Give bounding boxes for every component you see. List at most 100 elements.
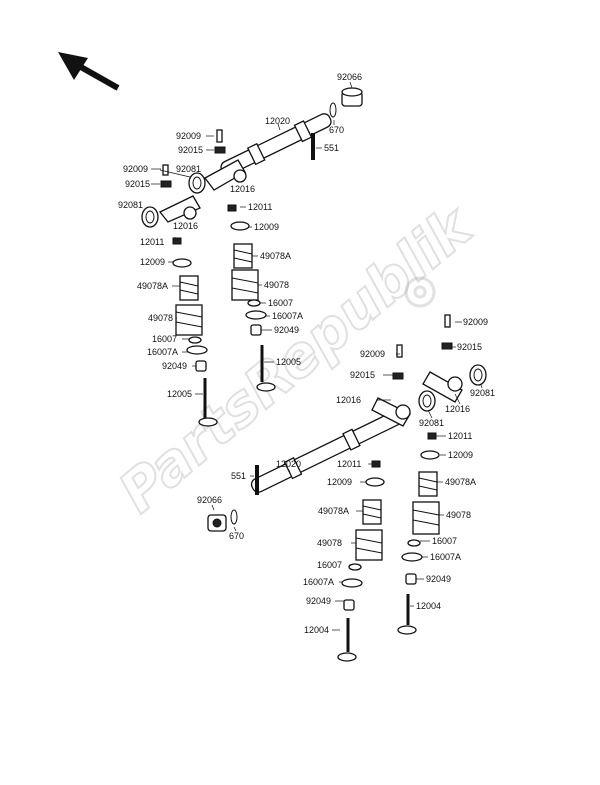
spring-49078A-left (179, 275, 199, 301)
rocker-arm-12016-lower-a (422, 371, 463, 403)
part-labels: 92066 670 551 12020 92009 92015 92009 92… (118, 72, 495, 635)
retainer-12009-left (172, 258, 192, 268)
valve-12005-left (198, 378, 218, 427)
oring-670-lower (230, 509, 238, 525)
valve-12005-middle (256, 345, 276, 392)
rocker-shaft-12020-lower (250, 408, 408, 493)
label-16007A-middle: 16007A (272, 311, 303, 321)
valve-stack-left (172, 237, 218, 427)
label-12016-upper-b: 12016 (173, 221, 198, 231)
label-12011-middle: 12011 (248, 202, 272, 212)
label-92015-right-b: 92015 (350, 370, 375, 380)
label-12004-lower: 12004 (304, 625, 329, 635)
seat-16007-left (188, 336, 202, 344)
label-551-upper: 551 (324, 143, 339, 153)
label-12016-upper-a: 12016 (230, 184, 255, 194)
label-92081-upper-b: 92081 (118, 200, 143, 210)
rocker-spring-92081-lower-b (418, 390, 436, 412)
seat-16007A-left (186, 345, 208, 355)
seat-16007-right (407, 539, 421, 547)
label-92009-upper-a: 92009 (176, 131, 201, 141)
label-12011-lower: 12011 (337, 459, 361, 469)
label-92049-middle: 92049 (274, 325, 299, 335)
spring-49078A-lower (362, 499, 382, 525)
spring-49078-lower (355, 529, 383, 561)
spring-49078-right (412, 501, 440, 535)
lower-rocker-assembly (207, 314, 487, 662)
valve-stack-right (397, 432, 440, 635)
label-12005-left: 12005 (167, 389, 192, 399)
valve-stack-middle (227, 204, 276, 392)
label-92049-lower: 92049 (306, 596, 331, 606)
seal-92049-left (195, 360, 207, 372)
label-49078A-middle: 49078A (260, 251, 291, 261)
label-16007-lower: 16007 (317, 560, 342, 570)
valve-12004-lower (337, 618, 357, 662)
label-92081-right-a: 92081 (470, 388, 495, 398)
label-92081-right-b: 92081 (419, 418, 444, 428)
label-16007A-right: 16007A (430, 552, 461, 562)
screw-92009-lower-a (444, 314, 451, 328)
label-12005-middle: 12005 (276, 357, 301, 367)
label-12004-right: 12004 (416, 601, 441, 611)
screw-92009-upper-a (216, 129, 223, 143)
label-12011-right: 12011 (448, 431, 472, 441)
label-49078-lower: 49078 (317, 538, 342, 548)
spring-49078A-right (418, 471, 438, 497)
rocker-arm-12016-upper-b (158, 195, 201, 223)
rocker-spring-92081-lower-a (469, 364, 487, 386)
spring-49078A-middle (233, 243, 253, 269)
label-92009-right-a: 92009 (463, 317, 488, 327)
label-92015-upper-a: 92015 (178, 145, 203, 155)
label-49078A-right: 49078A (445, 477, 476, 487)
label-12009-lower: 12009 (327, 477, 352, 487)
label-670-lower: 670 (229, 531, 244, 541)
upper-rocker-assembly (141, 87, 363, 427)
label-16007A-lower: 16007A (303, 577, 334, 587)
label-49078-left: 49078 (148, 313, 173, 323)
leader-lines (151, 81, 483, 631)
label-16007-right: 16007 (432, 536, 457, 546)
valve-12004-right (397, 594, 417, 635)
rocker-spring-92081-upper-b (141, 206, 159, 228)
label-16007-middle: 16007 (268, 298, 293, 308)
nut-92015-upper-b (160, 180, 172, 188)
label-92049-right: 92049 (426, 574, 451, 584)
label-12009-middle: 12009 (254, 222, 279, 232)
screw-92009-upper-b (162, 164, 169, 176)
retainer-12009-lower (365, 477, 385, 487)
seat-16007A-lower (341, 578, 363, 588)
label-92009-upper-b: 92009 (123, 164, 148, 174)
retainer-12009-middle (230, 221, 250, 231)
rocker-spring-92081-upper-a (188, 172, 206, 194)
label-670-upper: 670 (329, 125, 344, 135)
label-16007-left: 16007 (152, 334, 177, 344)
label-92015-upper-b: 92015 (125, 179, 150, 189)
oring-670-upper (329, 102, 337, 118)
spring-49078-middle (231, 269, 259, 301)
label-12009-left: 12009 (140, 257, 165, 267)
rocker-arm-12016-upper-a (204, 159, 247, 191)
front-direction-arrow-icon (58, 52, 120, 91)
seat-16007-middle (247, 299, 261, 307)
keeper-12011-middle (227, 204, 237, 212)
label-49078A-lower: 49078A (318, 506, 349, 516)
label-12011-left: 12011 (140, 237, 164, 247)
label-49078A-left: 49078A (137, 281, 168, 291)
gear-watermark-icon (404, 276, 436, 308)
seat-16007A-middle (245, 310, 267, 320)
seal-92049-right (405, 573, 417, 585)
label-551-lower: 551 (231, 471, 246, 481)
cap-92066-upper (341, 87, 363, 107)
label-12009-right: 12009 (448, 450, 473, 460)
label-92049-left: 92049 (162, 361, 187, 371)
label-12020-lower: 12020 (276, 459, 301, 469)
cap-92066-lower (207, 514, 227, 532)
seal-92049-lower (343, 599, 355, 611)
valve-stack-lower-middle (337, 460, 385, 662)
seat-16007A-right (401, 552, 423, 562)
seat-16007-lower (348, 563, 362, 571)
label-92015-right-a: 92015 (457, 342, 482, 352)
keeper-12011-right (427, 432, 437, 440)
